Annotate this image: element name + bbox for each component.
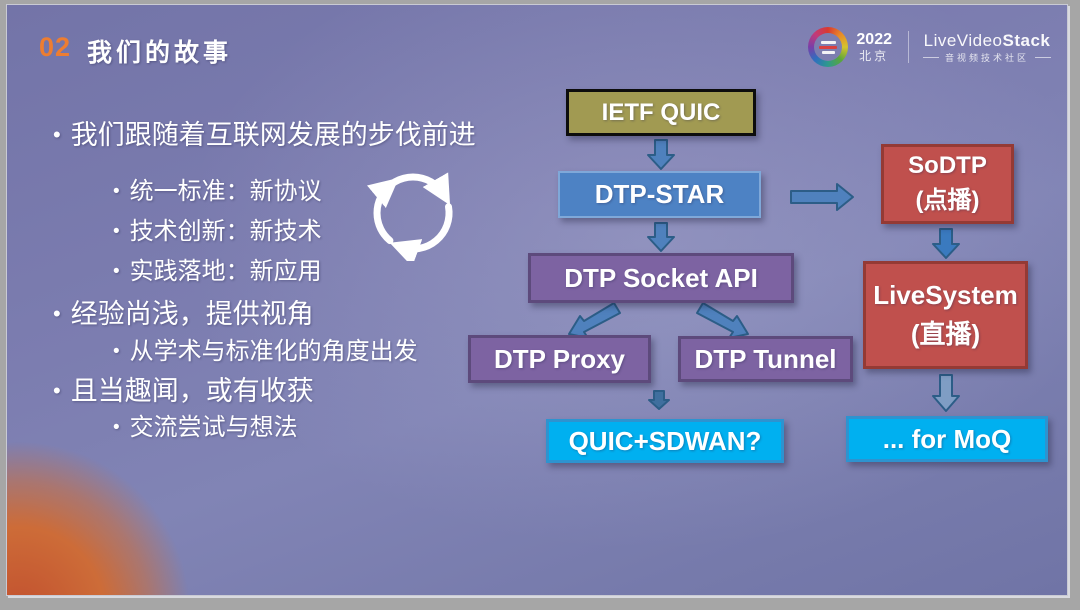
node-for-moq: ... for MoQ [846,416,1048,462]
bullet-marker: • [113,181,120,202]
node-label: DTP Tunnel [694,343,837,374]
cycle-arrows-icon [366,172,453,261]
bullet-text: 技术创新：新技术 [129,218,322,245]
bullet-text: 交流尝试与想法 [129,414,298,441]
node-label: DTP Proxy [493,343,625,374]
node-dtp-star: DTP-STAR [558,171,761,218]
arrow-livesystem-to-moq [932,374,960,412]
node-label: QUIC+SDWAN? [568,425,762,456]
presentation-slide: 02 我们的故事 2022 北京 LiveVideoStack 音视频技术社区 … [6,4,1068,596]
node-dtp-tunnel: DTP Tunnel [678,336,853,382]
logo-brand-name: LiveVideoStack [924,31,1051,51]
bullet-practice-landing: • 实践落地：新应用 [113,251,322,286]
node-label: IETF QUIC [601,98,721,126]
arrow-socket-to-proxy [568,302,621,339]
node-label-line1: LiveSystem [873,280,1018,310]
bullet-marker: • [113,221,120,242]
bullet-text: 经验尚浅，提供视角 [70,299,314,329]
bullet-tech-innovation: • 技术创新：新技术 [113,211,322,246]
bullet-marker: • [113,341,120,362]
node-label: DTP Socket API [564,262,758,293]
logo-ring-icon [808,27,849,67]
node-sodtp: SoDTP (点播) [881,144,1014,224]
bullet-marker: • [113,261,120,282]
logo-brand-block: LiveVideoStack 音视频技术社区 [922,31,1051,63]
conference-logo: 2022 北京 LiveVideoStack 音视频技术社区 [808,27,1051,67]
bullet-text: 实践落地：新应用 [129,258,322,285]
node-label: DTP-STAR [594,179,725,209]
node-dtp-socket-api: DTP Socket API [528,253,794,303]
bullet-marker: • [53,378,61,403]
bullet-anecdote-gain: • 且当趣闻，或有收获 [53,369,314,408]
node-dtp-proxy: DTP Proxy [468,335,651,383]
node-label-line2: (直播) [910,319,981,349]
bullet-text: 我们跟随着互联网发展的步伐前进 [70,120,476,150]
bullet-text: 从学术与标准化的角度出发 [129,338,418,365]
brand-live: LiveVideo [923,31,1003,51]
page-title: 我们的故事 [87,39,233,67]
section-number: 02 [39,32,72,62]
arrow-to-sdwan [648,390,670,410]
tagline-dash-right [1035,57,1051,59]
arrow-star-to-sodtp [790,183,854,211]
bullet-experience-view: • 经验尚浅，提供视角 [53,292,314,331]
arrow-socket-to-tunnel [696,302,749,339]
bullet-academic-standard: • 从学术与标准化的角度出发 [113,331,418,366]
arrow-quic-to-star [647,139,675,170]
bullet-marker: • [53,122,61,147]
node-ietf-quic: IETF QUIC [566,89,756,136]
logo-tagline: 音视频技术社区 [922,52,1051,63]
tagline-text: 音视频技术社区 [944,52,1029,63]
bullet-marker: • [113,417,120,438]
bullet-exchange-ideas: • 交流尝试与想法 [113,407,298,442]
node-label: ... for MoQ [882,423,1012,454]
brand-stack: Stack [1002,31,1051,51]
logo-city: 北京 [859,48,890,63]
arrow-sodtp-to-livesystem [932,228,960,259]
bullet-unified-standard: • 统一标准：新协议 [113,171,322,206]
node-livesystem: LiveSystem (直播) [863,261,1028,369]
logo-year: 2022 [856,31,892,49]
tagline-dash-left [922,57,939,59]
node-label-line2: (点播) [915,187,980,214]
logo-divider [907,31,909,63]
bullet-text: 且当趣闻，或有收获 [70,376,314,406]
node-label-line1: SoDTP [908,152,987,180]
logo-year-block: 2022 北京 [856,31,892,63]
arrow-star-to-socket [647,222,675,252]
bullet-follow-internet: • 我们跟随着互联网发展的步伐前进 [53,113,476,152]
bullet-marker: • [53,301,61,326]
bullet-text: 统一标准：新协议 [129,178,322,205]
node-quic-sdwan: QUIC+SDWAN? [546,419,784,463]
logo-ring-center [814,33,843,61]
